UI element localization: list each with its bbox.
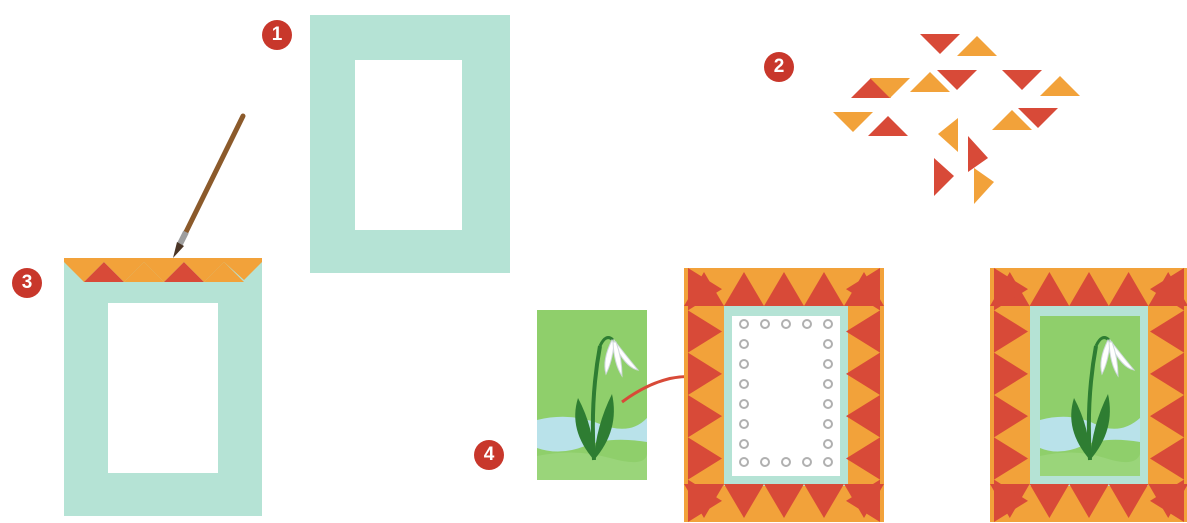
- paintbrush-icon: [173, 116, 243, 258]
- step1-plain-mat: [310, 15, 510, 273]
- bordered-frame-with-glue-dots: [684, 268, 884, 522]
- finished-framed-picture: [990, 268, 1187, 522]
- step2-triangle-pieces: [833, 34, 1080, 204]
- step3-mat-with-top-row: [64, 258, 262, 516]
